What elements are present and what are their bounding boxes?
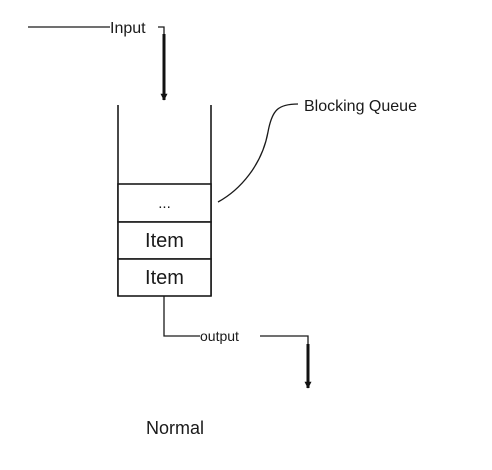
queue-slot-item-1-label: Item bbox=[145, 230, 184, 252]
queue-slot-ellipsis bbox=[117, 183, 212, 223]
input-label: Input bbox=[110, 20, 146, 37]
output-connector-left bbox=[163, 296, 200, 337]
queue-slot-ellipsis-label: ... bbox=[158, 195, 171, 212]
queue-label: Blocking Queue bbox=[304, 98, 417, 115]
queue-slot-item-2 bbox=[117, 258, 212, 297]
diagram-caption: Normal bbox=[146, 418, 204, 438]
queue-callout-leader bbox=[217, 103, 299, 203]
queue-slot-item-2-label: Item bbox=[145, 267, 184, 289]
input-connector bbox=[158, 26, 165, 34]
output-label: output bbox=[200, 328, 239, 344]
output-connector-right bbox=[260, 335, 309, 344]
